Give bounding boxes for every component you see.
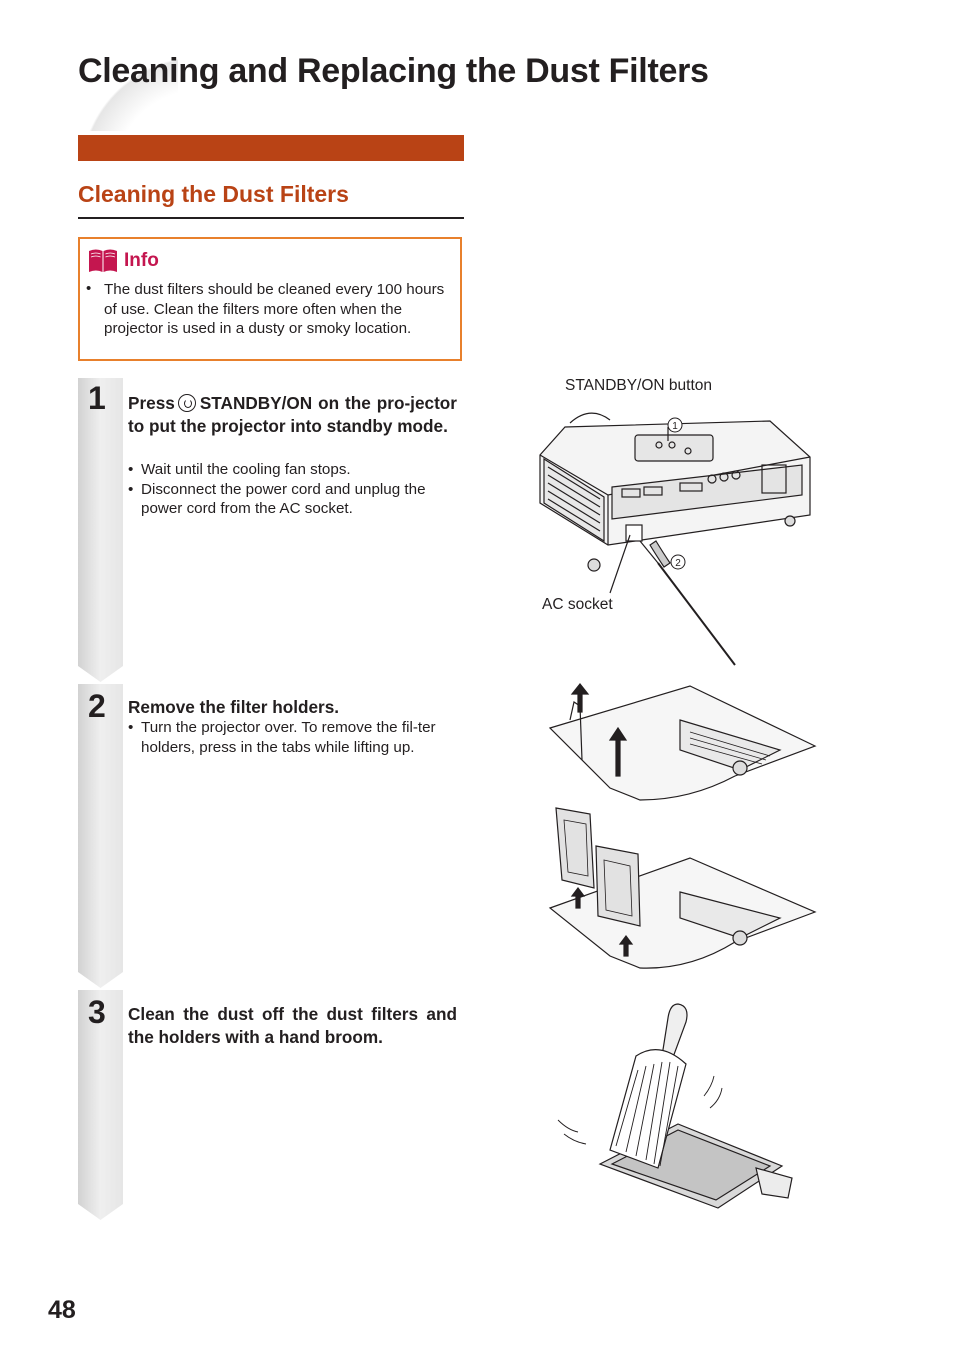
step-2-number: 2 bbox=[88, 688, 106, 724]
list-item: Turn the projector over. To remove the f… bbox=[128, 718, 458, 757]
step-3-number: 3 bbox=[88, 994, 106, 1030]
ac-socket-callout: AC socket bbox=[542, 596, 613, 613]
step-1-heading-prefix: Press bbox=[128, 393, 175, 413]
step-3-heading: Clean the dust off the dust filters and … bbox=[128, 1004, 457, 1047]
marker-1: 1 bbox=[667, 417, 683, 433]
section-color-bar bbox=[78, 135, 464, 161]
list-item: Disconnect the power cord and unplug the… bbox=[128, 480, 458, 519]
page-title: Cleaning and Replacing the Dust Filters bbox=[78, 52, 709, 90]
svg-text:2: 2 bbox=[675, 558, 681, 569]
step-1-heading-main: STANDBY/ON on the pro-jector to put the … bbox=[128, 393, 457, 436]
step-2-heading: Remove the filter holders. bbox=[128, 697, 340, 717]
svg-text:1: 1 bbox=[672, 421, 678, 432]
step-3-bar bbox=[78, 990, 123, 1220]
filter-holder-removal-illustration bbox=[548, 683, 817, 969]
book-icon bbox=[89, 249, 117, 272]
list-item: Wait until the cooling fan stops. bbox=[128, 460, 458, 480]
marker-2: 2 bbox=[670, 554, 686, 570]
section-heading: Cleaning the Dust Filters bbox=[78, 181, 464, 219]
step-2-bar bbox=[78, 684, 123, 988]
hand-broom-cleaning-illustration bbox=[557, 1003, 793, 1209]
page-number: 48 bbox=[48, 1296, 76, 1324]
step-1-bullets: Wait until the cooling fan stops. Discon… bbox=[128, 460, 458, 519]
projector-rear-illustration: 1 2 bbox=[539, 412, 811, 666]
step-1-bar bbox=[78, 378, 123, 682]
standby-on-icon bbox=[177, 394, 196, 412]
info-label: Info bbox=[124, 250, 159, 271]
step-2-bullets: Turn the projector over. To remove the f… bbox=[128, 718, 458, 757]
step-1-number: 1 bbox=[88, 380, 106, 416]
info-box: Info • The dust filters should be cleane… bbox=[78, 237, 462, 361]
info-text: The dust filters should be cleaned every… bbox=[104, 281, 445, 337]
bullet-marker: • bbox=[86, 280, 92, 297]
standby-button-callout: STANDBY/ON button bbox=[565, 377, 713, 394]
